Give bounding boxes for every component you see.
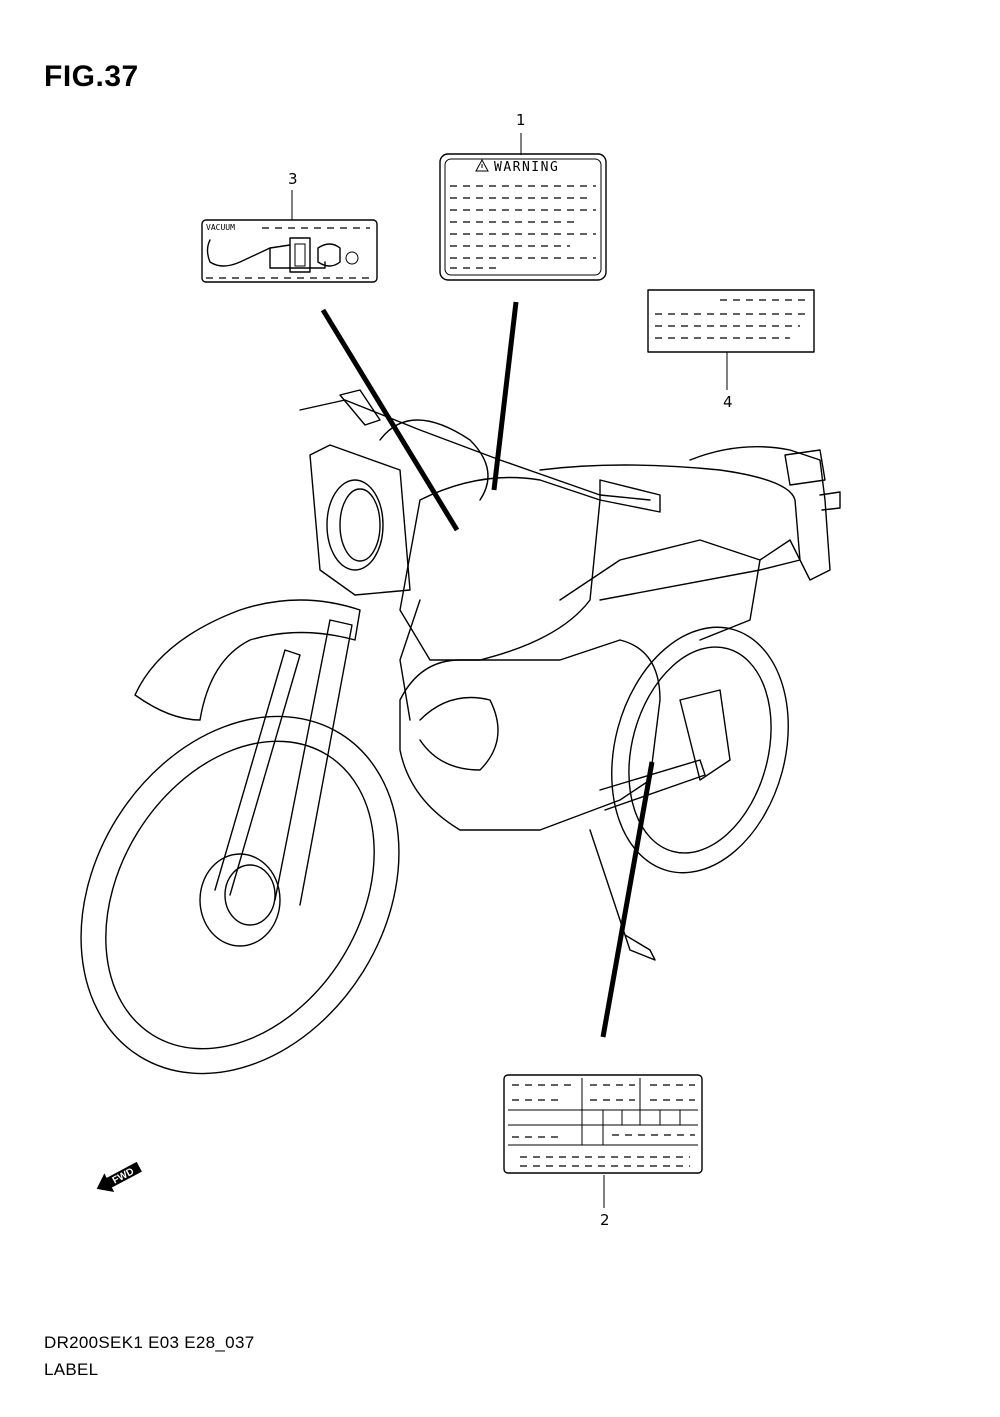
fuel-tank: [399, 476, 601, 661]
section-name: LABEL: [44, 1360, 99, 1379]
rear-tire: [611, 626, 789, 874]
vacuum-label-heading: VACUUM: [206, 223, 235, 232]
forward-arrow-icon: FWD: [96, 1161, 142, 1192]
rear-fender: [689, 445, 831, 581]
front-fender: [134, 599, 361, 721]
tire-info-label: [503, 1074, 703, 1174]
model-code: DR200SEK1 E03 E28_037: [44, 1333, 255, 1352]
handlebar: [299, 399, 651, 501]
warning-label: WARNING: [439, 153, 607, 281]
front-rim: [105, 740, 375, 1050]
side-stand: [589, 829, 656, 961]
forward-arrow-text: FWD: [111, 1166, 136, 1186]
leader-line-1: [491, 301, 519, 491]
vacuum-hose-label: VACUUM: [201, 219, 378, 283]
leader-line-3: [320, 308, 460, 532]
callout-3: 3: [288, 170, 298, 188]
headlight-cowl: [309, 444, 411, 596]
callout-2: 2: [600, 1211, 610, 1229]
seat: [539, 464, 801, 601]
warning-triangle-icon: [475, 158, 489, 172]
engine: [399, 639, 661, 831]
motorcycle-outline: [80, 389, 841, 1075]
front-hub: [199, 853, 281, 947]
callout-1: 1: [516, 111, 526, 129]
leader-line-2: [600, 761, 655, 1038]
info-label: [647, 289, 815, 353]
rear-rim: [628, 646, 772, 854]
warning-label-heading: WARNING: [494, 160, 559, 175]
front-tire: [80, 715, 400, 1075]
figure-title: FIG.37: [44, 60, 139, 93]
callout-4: 4: [723, 393, 733, 411]
